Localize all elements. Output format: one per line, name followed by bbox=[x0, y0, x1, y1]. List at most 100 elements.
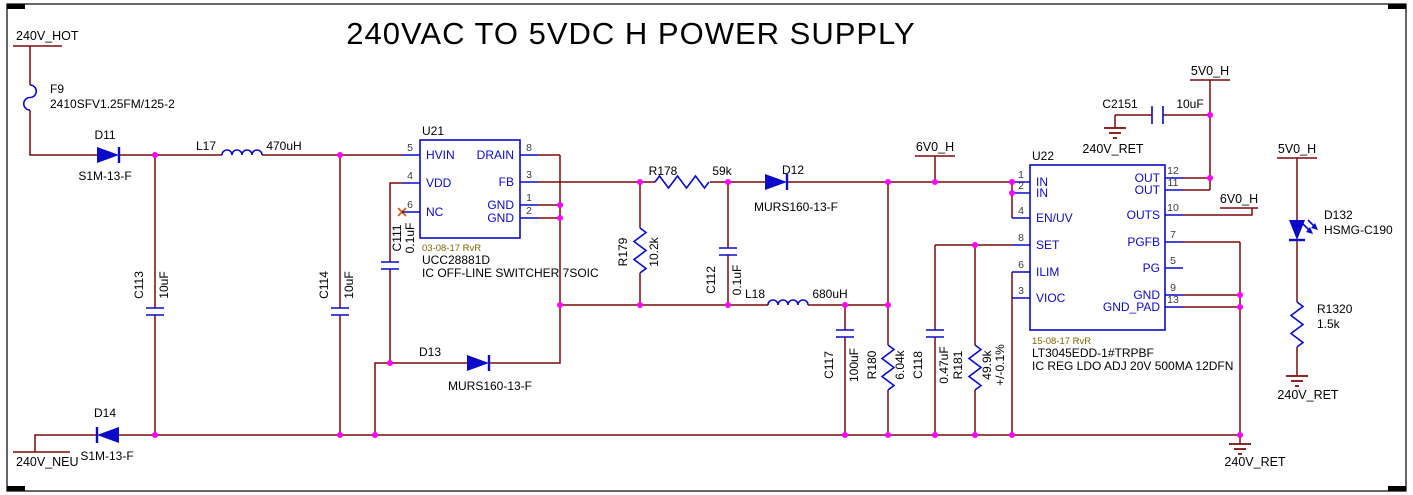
wire-u22-gnd bbox=[1183, 241, 1241, 444]
ground-icon bbox=[1286, 375, 1308, 387]
inductor-l17-symbol bbox=[221, 149, 263, 156]
u21-pin-name: DRAIN bbox=[477, 148, 514, 162]
u22-pin-number: 4 bbox=[1018, 205, 1024, 217]
diode-d11-symbol bbox=[97, 147, 121, 163]
junction-dot bbox=[1009, 432, 1015, 438]
wire-bottom-rail bbox=[34, 434, 1240, 452]
u21-part-number: UCC28881D bbox=[422, 253, 490, 267]
junction-dot bbox=[885, 432, 891, 438]
ground-symbols bbox=[1104, 127, 1308, 455]
u22-pin-number: 2 bbox=[1018, 180, 1024, 192]
r1320-value: 1.5k bbox=[1317, 317, 1341, 331]
net-label-240v-neu: 240V_NEU bbox=[16, 455, 79, 469]
d13-refdes: D13 bbox=[419, 345, 441, 359]
c117-value: 100uF bbox=[847, 348, 861, 382]
u22-pin-name: SET bbox=[1036, 238, 1060, 252]
u21-pin-name: NC bbox=[426, 205, 444, 219]
u22-pin-name: PGFB bbox=[1127, 235, 1160, 249]
ic-u21-pins bbox=[402, 154, 538, 219]
junction-dot bbox=[1237, 432, 1243, 438]
u21-pin-name: GND bbox=[487, 211, 514, 225]
wire-out-5v0 bbox=[1183, 80, 1211, 191]
led-arrowhead bbox=[1311, 223, 1318, 230]
u22-pin-name: OUT bbox=[1135, 183, 1161, 197]
c114-refdes: C114 bbox=[317, 271, 331, 299]
u21-pin-name: VDD bbox=[426, 176, 452, 190]
u22-pin-number: 7 bbox=[1170, 229, 1176, 241]
u22-pin-number: 1 bbox=[1018, 169, 1024, 181]
diode-d13-symbol bbox=[467, 355, 491, 371]
r1320-refdes: R1320 bbox=[1317, 302, 1353, 316]
capacitor-c113-symbol bbox=[146, 307, 164, 316]
wire-outs bbox=[1183, 208, 1253, 216]
wire-switch-node bbox=[374, 154, 561, 435]
u21-pin-number: 6 bbox=[407, 199, 413, 211]
c2151-value: 10uF bbox=[1176, 97, 1203, 111]
u22-pin-name: VIOC bbox=[1036, 291, 1066, 305]
u22-pin-name: IN bbox=[1036, 186, 1048, 200]
u22-pin-number: 5 bbox=[1170, 255, 1176, 267]
u22-pin-name: EN/UV bbox=[1036, 211, 1073, 225]
c118-refdes: C118 bbox=[911, 351, 925, 379]
r179-value: 10.2k bbox=[647, 236, 661, 266]
junction-dot bbox=[637, 179, 643, 185]
ground-icon bbox=[1104, 127, 1126, 139]
junction-dot bbox=[725, 179, 731, 185]
junction-dot bbox=[557, 302, 563, 308]
r181-tolerance: +/-0.1% bbox=[993, 344, 1007, 386]
d13-value: MURS160-13-F bbox=[448, 379, 532, 393]
junction-dot bbox=[725, 302, 731, 308]
r181-value: 49.9k bbox=[980, 349, 994, 379]
u21-pin-number: 1 bbox=[526, 192, 532, 204]
led-arrowhead bbox=[1306, 227, 1313, 234]
u22-pin-number: 12 bbox=[1167, 165, 1179, 177]
u22-pin-name: ILIM bbox=[1036, 265, 1059, 279]
fuse-f9-symbol bbox=[22, 84, 38, 111]
f9-value: 2410SFV1.25FM/125-2 bbox=[50, 97, 175, 111]
u22-pin-number: 10 bbox=[1167, 202, 1179, 214]
u21-pin-number: 3 bbox=[526, 169, 532, 181]
u22-pin-number: 11 bbox=[1168, 177, 1179, 189]
u22-pin-name: GND_PAD bbox=[1103, 300, 1160, 314]
u22-pin-number: 8 bbox=[1018, 232, 1024, 244]
d132-refdes: D132 bbox=[1324, 208, 1353, 222]
capacitor-c117-symbol bbox=[836, 329, 854, 338]
u22-pin-name: OUT bbox=[1135, 171, 1161, 185]
c114-value: 10uF bbox=[342, 271, 356, 298]
u22-pin-number: 13 bbox=[1167, 294, 1179, 306]
capacitor-c114-symbol bbox=[331, 307, 349, 316]
l17-refdes: L17 bbox=[196, 139, 216, 153]
u21-description: IC OFF-LINE SWITCHER 7SOIC bbox=[422, 266, 599, 280]
junction-dot bbox=[842, 302, 848, 308]
resistor-r180-symbol bbox=[880, 344, 896, 391]
u22-pin-number: 3 bbox=[1018, 285, 1024, 297]
junction-dot bbox=[372, 432, 378, 438]
r180-value: 6.04k bbox=[893, 349, 907, 379]
c118-value: 0.47uF bbox=[937, 346, 951, 383]
junction-dots bbox=[152, 112, 1243, 438]
junction-dot bbox=[337, 152, 343, 158]
d11-refdes: D11 bbox=[94, 128, 115, 142]
u21-pin-name: HVIN bbox=[426, 148, 455, 162]
net-label-6v0-right: 6V0_H bbox=[1220, 192, 1258, 206]
c2151-refdes: C2151 bbox=[1102, 97, 1138, 111]
d12-refdes: D12 bbox=[782, 163, 804, 177]
net-label-240v-ret-right: 240V_RET bbox=[1277, 388, 1339, 402]
junction-dot bbox=[337, 432, 343, 438]
port-bars bbox=[13, 45, 1317, 453]
junction-dot bbox=[885, 179, 891, 185]
u22-pin-number: 9 bbox=[1170, 282, 1176, 294]
junction-dot bbox=[972, 432, 978, 438]
inductor-l18-symbol bbox=[767, 299, 809, 306]
resistor-r181-symbol bbox=[967, 344, 983, 391]
wire-c2151 bbox=[1114, 114, 1210, 128]
net-label-5v0-top: 5V0_H bbox=[1191, 64, 1229, 78]
r178-value: 59k bbox=[712, 164, 732, 178]
junction-dot bbox=[1009, 190, 1015, 196]
ic-u22: U22 IN IN EN/UV SET ILIM VIOC 1 2 4 8 6 … bbox=[1012, 149, 1233, 373]
u21-pin-number: 2 bbox=[526, 205, 532, 217]
c113-value: 10uF bbox=[157, 271, 171, 298]
junction-dot bbox=[152, 432, 158, 438]
corner-mark bbox=[7, 486, 25, 491]
ground-icon bbox=[1229, 443, 1251, 455]
